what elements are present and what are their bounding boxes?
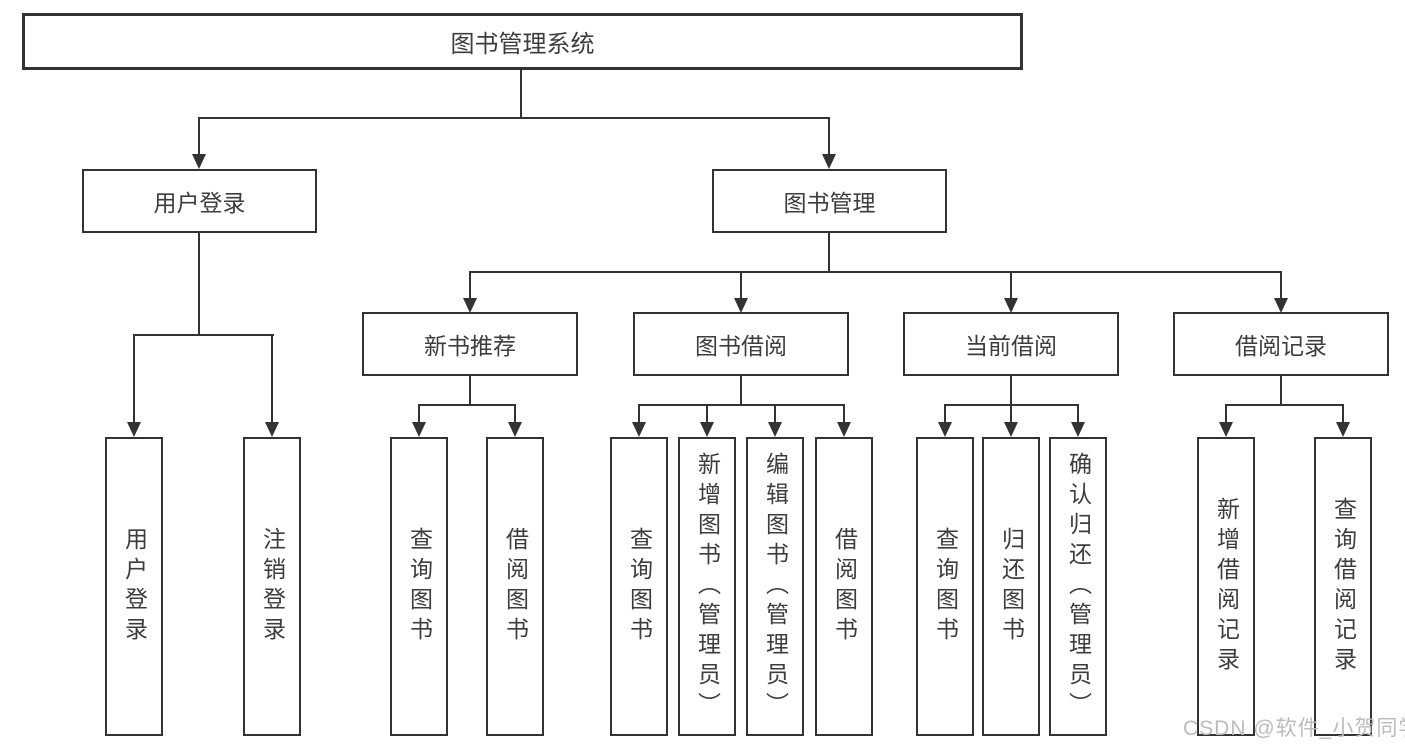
leaf-return-books: 归还图书	[982, 437, 1040, 736]
connector-line	[198, 118, 200, 158]
arrow-down-icon	[938, 422, 952, 437]
connector-line	[1280, 376, 1282, 406]
leaf-logout: 注销登录	[243, 437, 301, 736]
connector-line	[198, 117, 830, 119]
arrow-down-icon	[412, 422, 426, 437]
leaf-label: 查询借阅记录	[1330, 496, 1357, 677]
leaf-borrow-books-recommend: 借阅图书	[486, 437, 544, 736]
leaf-label: 查询图书	[406, 526, 433, 647]
arrow-down-icon	[822, 154, 836, 169]
connector-line	[418, 405, 420, 425]
leaf-confirm-return-admin: 确认归还（管理员）	[1049, 437, 1107, 736]
node-book-borrowing: 图书借阅	[633, 312, 849, 376]
leaf-label: 查询图书	[932, 526, 959, 647]
node-label: 新书推荐	[424, 333, 516, 359]
arrow-down-icon	[1004, 298, 1018, 313]
connector-line	[1225, 404, 1344, 406]
leaf-label: 确认归还（管理员）	[1065, 451, 1092, 722]
node-new-book-recommendation: 新书推荐	[362, 312, 578, 376]
connector-line	[638, 404, 845, 406]
connector-line	[740, 376, 742, 406]
node-label: 图书管理	[783, 190, 876, 216]
leaf-label: 归还图书	[998, 526, 1025, 647]
leaf-label: 注销登录	[259, 526, 286, 647]
arrow-down-icon	[768, 422, 782, 437]
connector-line	[828, 233, 830, 273]
leaf-edit-books-admin: 编辑图书（管理员）	[746, 437, 804, 736]
node-label: 借阅记录	[1235, 333, 1327, 359]
connector-line	[774, 405, 776, 425]
leaf-label: 用户登录	[121, 526, 148, 647]
arrow-down-icon	[265, 422, 279, 437]
connector-line	[843, 405, 845, 425]
leaf-query-books-recommend: 查询图书	[390, 437, 448, 736]
connector-line	[514, 405, 516, 425]
connector-line	[638, 405, 640, 425]
connector-line	[133, 334, 274, 336]
node-label: 图书管理系统	[450, 31, 595, 58]
connector-line	[133, 335, 135, 424]
leaf-query-books-current: 查询图书	[916, 437, 974, 736]
arrow-down-icon	[463, 298, 477, 313]
leaf-query-books-borrowing: 查询图书	[610, 437, 668, 736]
arrow-down-icon	[127, 422, 141, 437]
connector-line	[944, 405, 946, 425]
arrow-down-icon	[1336, 422, 1350, 437]
connector-line	[469, 376, 471, 406]
connector-line	[1280, 272, 1282, 300]
leaf-label: 新增借阅记录	[1213, 496, 1240, 677]
connector-line	[469, 272, 471, 300]
node-label: 当前借阅	[965, 333, 1057, 359]
node-library-management-system: 图书管理系统	[22, 13, 1023, 70]
leaf-label: 借阅图书	[831, 526, 858, 647]
connector-line	[1077, 405, 1079, 425]
connector-line	[828, 118, 830, 158]
connector-line	[1342, 405, 1344, 425]
leaf-add-books-admin: 新增图书（管理员）	[678, 437, 736, 736]
connector-line	[740, 272, 742, 300]
arrow-down-icon	[192, 154, 206, 169]
arrow-down-icon	[734, 298, 748, 313]
watermark: CSDN @软件_小贺同学	[1183, 717, 1405, 740]
connector-line	[1010, 405, 1012, 425]
leaf-label: 查询图书	[626, 526, 653, 647]
arrow-down-icon	[1219, 422, 1233, 437]
connector-line	[706, 405, 708, 425]
connector-line	[520, 69, 522, 119]
arrow-down-icon	[508, 422, 522, 437]
connector-line	[1010, 272, 1012, 300]
leaf-label: 借阅图书	[502, 526, 529, 647]
connector-line	[469, 271, 1282, 273]
connector-line	[1225, 405, 1227, 425]
leaf-query-borrow-record: 查询借阅记录	[1314, 437, 1372, 736]
arrow-down-icon	[1274, 298, 1288, 313]
arrow-down-icon	[1071, 422, 1085, 437]
node-label: 图书借阅	[695, 333, 787, 359]
leaf-borrow-books-borrowing: 借阅图书	[815, 437, 873, 736]
arrow-down-icon	[632, 422, 646, 437]
leaf-add-borrow-record: 新增借阅记录	[1197, 437, 1255, 736]
leaf-label: 编辑图书（管理员）	[762, 451, 789, 722]
leaf-label: 新增图书（管理员）	[694, 451, 721, 722]
connector-line	[1010, 376, 1012, 406]
node-label: 用户登录	[153, 190, 246, 216]
connector-line	[198, 233, 200, 336]
node-borrowing-records: 借阅记录	[1173, 312, 1389, 376]
arrow-down-icon	[700, 422, 714, 437]
leaf-user-login: 用户登录	[105, 437, 163, 736]
node-user-login: 用户登录	[82, 169, 317, 233]
arrow-down-icon	[837, 422, 851, 437]
node-current-borrowing: 当前借阅	[903, 312, 1119, 376]
arrow-down-icon	[1004, 422, 1018, 437]
connector-line	[418, 404, 516, 406]
node-book-management: 图书管理	[712, 169, 947, 233]
connector-line	[271, 335, 273, 424]
